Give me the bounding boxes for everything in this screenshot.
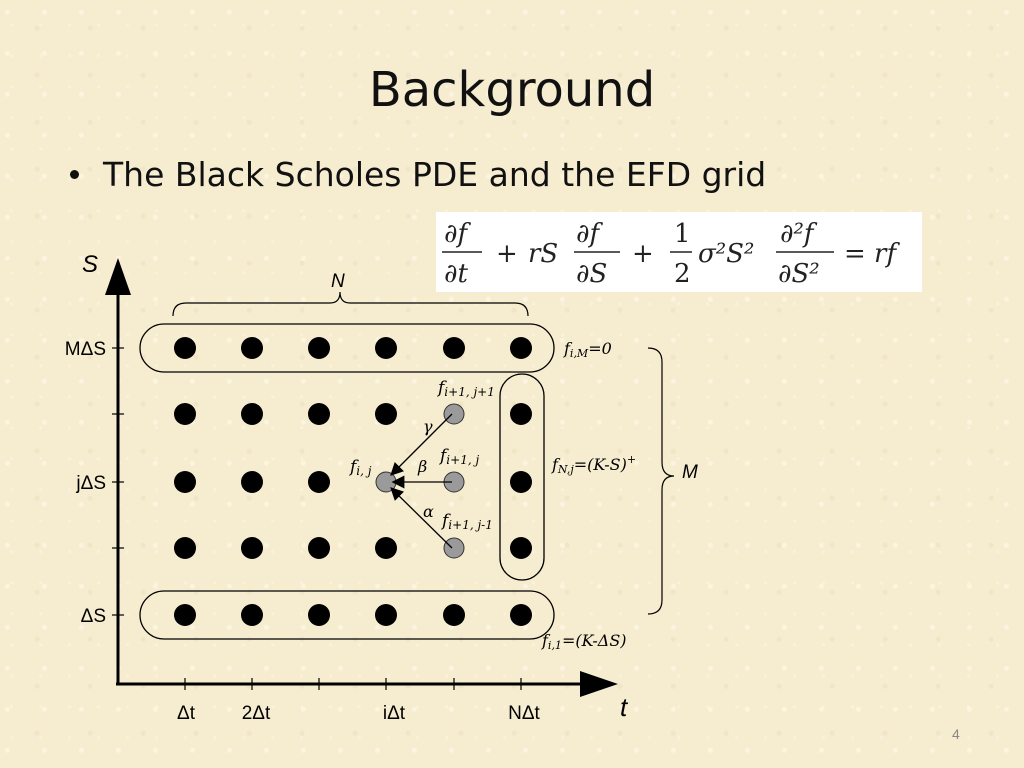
- eq-sigma: σ²S²: [698, 239, 754, 269]
- eq-plus1: +: [496, 239, 518, 269]
- grid-node: [375, 604, 397, 626]
- page-number: 4: [952, 726, 960, 742]
- eq-one: 1: [674, 219, 691, 249]
- eq-ds: ∂S: [576, 259, 607, 289]
- black-scholes-equation: ∂f ∂t + rS ∂f ∂S + 1 2 σ²S² ∂²f ∂S² = rf: [436, 212, 922, 292]
- beta-label: β: [417, 457, 427, 476]
- right-boundary-enclosure: [499, 373, 545, 581]
- eq-ds2: ∂S²: [778, 259, 820, 289]
- brace-m-label: M: [682, 462, 698, 483]
- gamma-label: γ: [423, 417, 433, 436]
- stencil-node: [443, 403, 465, 425]
- y-axis-arrow-icon: [105, 258, 131, 295]
- label-f-down: fi+1, j-1: [440, 511, 493, 532]
- grid-node: [241, 604, 263, 626]
- y-tick-m-ds: MΔS: [65, 339, 106, 360]
- top-brace: [172, 291, 529, 317]
- gamma-arrow: [390, 413, 453, 476]
- grid-node: [174, 537, 196, 559]
- grid-node: [174, 471, 196, 493]
- right-boundary-condition: fN,j=(K-S)+: [551, 453, 636, 476]
- grid-node: [375, 403, 397, 425]
- eq-df: ∂f: [444, 219, 471, 249]
- slide-title: Background: [368, 62, 656, 118]
- y-axis-label: S: [82, 251, 98, 278]
- grid-node: [375, 537, 397, 559]
- eq-dt: ∂t: [444, 259, 468, 289]
- x-tick-2dt: 2Δt: [242, 703, 271, 724]
- bullet-dot: [70, 170, 79, 179]
- eq-rs: rS: [528, 239, 558, 269]
- grid-node: [241, 471, 263, 493]
- x-axis-label: t: [620, 692, 629, 722]
- alpha-label: α: [423, 502, 434, 521]
- eq-two: 2: [674, 259, 691, 289]
- x-tick-ndt: NΔt: [508, 703, 540, 724]
- grid-node: [241, 337, 263, 359]
- grid-node: [510, 337, 532, 359]
- eq-rf: = rf: [844, 239, 900, 269]
- grid-node: [174, 403, 196, 425]
- bottom-boundary-enclosure: [139, 590, 555, 640]
- x-axis-arrow-icon: [580, 671, 618, 697]
- eq-d2f: ∂²f: [780, 219, 818, 249]
- y-tick-j-ds: jΔS: [75, 473, 106, 494]
- bottom-boundary-condition: fi,1=(K-ΔS): [541, 631, 627, 652]
- stencil-node: [375, 471, 397, 493]
- bullet-text: The Black Scholes PDE and the EFD grid: [103, 155, 767, 194]
- stencil-node: [443, 537, 465, 559]
- grid-node: [308, 403, 330, 425]
- top-boundary-condition: fi,M=0: [563, 339, 612, 360]
- brace-n-label: N: [331, 271, 345, 292]
- right-brace: [647, 347, 675, 615]
- x-tick-dt: Δt: [177, 703, 196, 724]
- eq-df2: ∂f: [576, 219, 603, 249]
- grid-node: [241, 403, 263, 425]
- grid-node: [241, 537, 263, 559]
- bullet-item: The Black Scholes PDE and the EFD grid: [70, 155, 766, 194]
- grid-node: [443, 337, 465, 359]
- grid-node: [308, 537, 330, 559]
- grid-node: [308, 604, 330, 626]
- grid-node: [174, 604, 196, 626]
- grid-node: [174, 337, 196, 359]
- top-boundary-enclosure: [139, 323, 555, 373]
- grid-node: [510, 471, 532, 493]
- grid-node: [308, 471, 330, 493]
- grid-node: [510, 403, 532, 425]
- eq-plus2: +: [632, 239, 654, 269]
- label-f-mid: fi+1, j: [438, 446, 479, 467]
- y-tick-ds: ΔS: [81, 606, 106, 627]
- label-f-up: fi+1, j+1: [436, 378, 495, 399]
- grid-node: [443, 604, 465, 626]
- label-f-i-j: fi, j: [348, 457, 372, 478]
- grid-node: [510, 537, 532, 559]
- grid-node: [375, 337, 397, 359]
- grid-node: [510, 604, 532, 626]
- x-tick-idt: iΔt: [383, 703, 406, 724]
- grid-nodes: [174, 337, 532, 626]
- grid-node: [308, 337, 330, 359]
- alpha-arrow: [390, 487, 453, 549]
